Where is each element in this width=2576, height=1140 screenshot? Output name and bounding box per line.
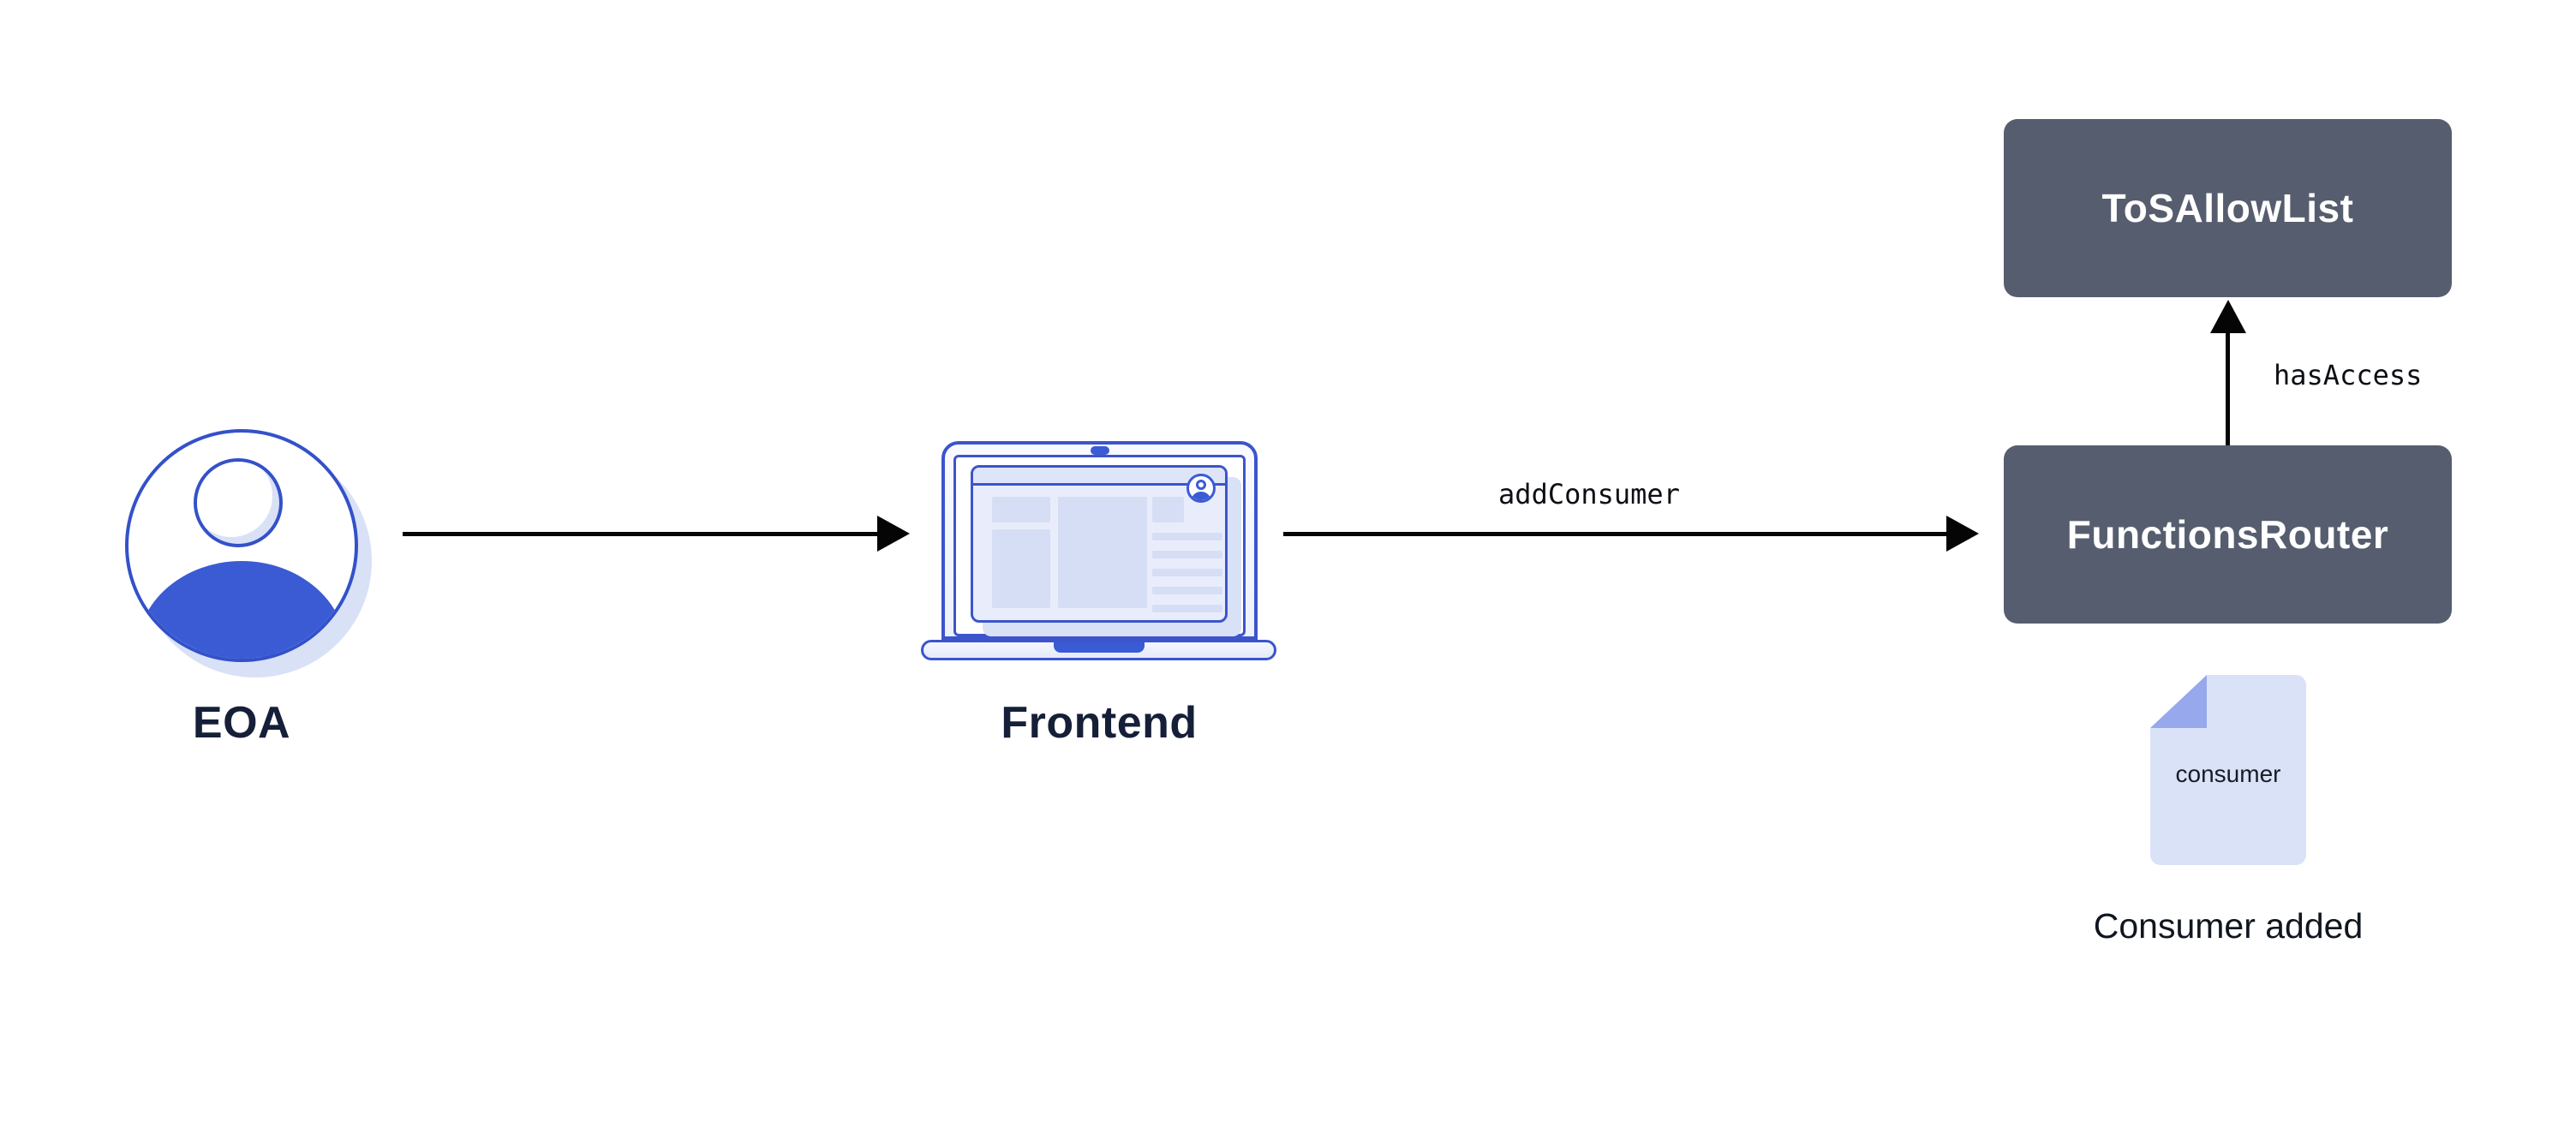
browser-text-line <box>1152 569 1222 576</box>
laptop-notch <box>1054 642 1145 653</box>
edge-label-hasaccess: hasAccess <box>2274 359 2423 391</box>
avatar-head-highlight <box>197 462 272 537</box>
browser-topbar <box>973 468 1225 486</box>
browser-block <box>1058 497 1147 608</box>
edge-label-addconsumer: addConsumer <box>1498 478 1680 510</box>
document-label: consumer <box>2175 761 2281 787</box>
avatar-body-shape <box>137 561 346 659</box>
arrow-eoa-to-frontend <box>403 532 879 536</box>
mini-avatar-body <box>1191 492 1211 500</box>
laptop-icon <box>921 439 1276 660</box>
arrowhead-router-to-tos-icon <box>2210 300 2246 333</box>
arrow-frontend-to-router <box>1283 532 1948 536</box>
browser-user-avatar-icon <box>1186 474 1216 503</box>
laptop-camera-dot <box>1091 446 1109 455</box>
laptop-base <box>921 640 1276 660</box>
avatar-head-shape <box>194 458 283 547</box>
user-avatar-icon <box>125 429 358 662</box>
tosallowlist-label: ToSAllowList <box>2101 186 2354 230</box>
consumer-added-caption: Consumer added <box>2093 906 2364 946</box>
arrow-router-to-tos <box>2226 332 2230 445</box>
node-functionsrouter: FunctionsRouter <box>2004 445 2452 624</box>
arrowhead-frontend-to-router-icon <box>1946 516 1979 552</box>
browser-block <box>1152 497 1184 522</box>
browser-text-line <box>1152 587 1222 594</box>
frontend-label: Frontend <box>1001 698 1198 748</box>
eoa-label: EOA <box>192 698 291 748</box>
browser-block <box>992 529 1050 608</box>
browser-text-line <box>1152 605 1222 612</box>
node-tosallowlist: ToSAllowList <box>2004 119 2452 297</box>
functionsrouter-label: FunctionsRouter <box>2066 512 2389 557</box>
mini-avatar-head <box>1196 480 1206 490</box>
arrowhead-eoa-to-frontend-icon <box>877 516 910 552</box>
browser-text-line <box>1152 533 1222 540</box>
document-fold-corner <box>2150 675 2207 728</box>
browser-window <box>971 465 1228 623</box>
browser-block <box>992 497 1050 522</box>
browser-text-line <box>1152 551 1222 558</box>
